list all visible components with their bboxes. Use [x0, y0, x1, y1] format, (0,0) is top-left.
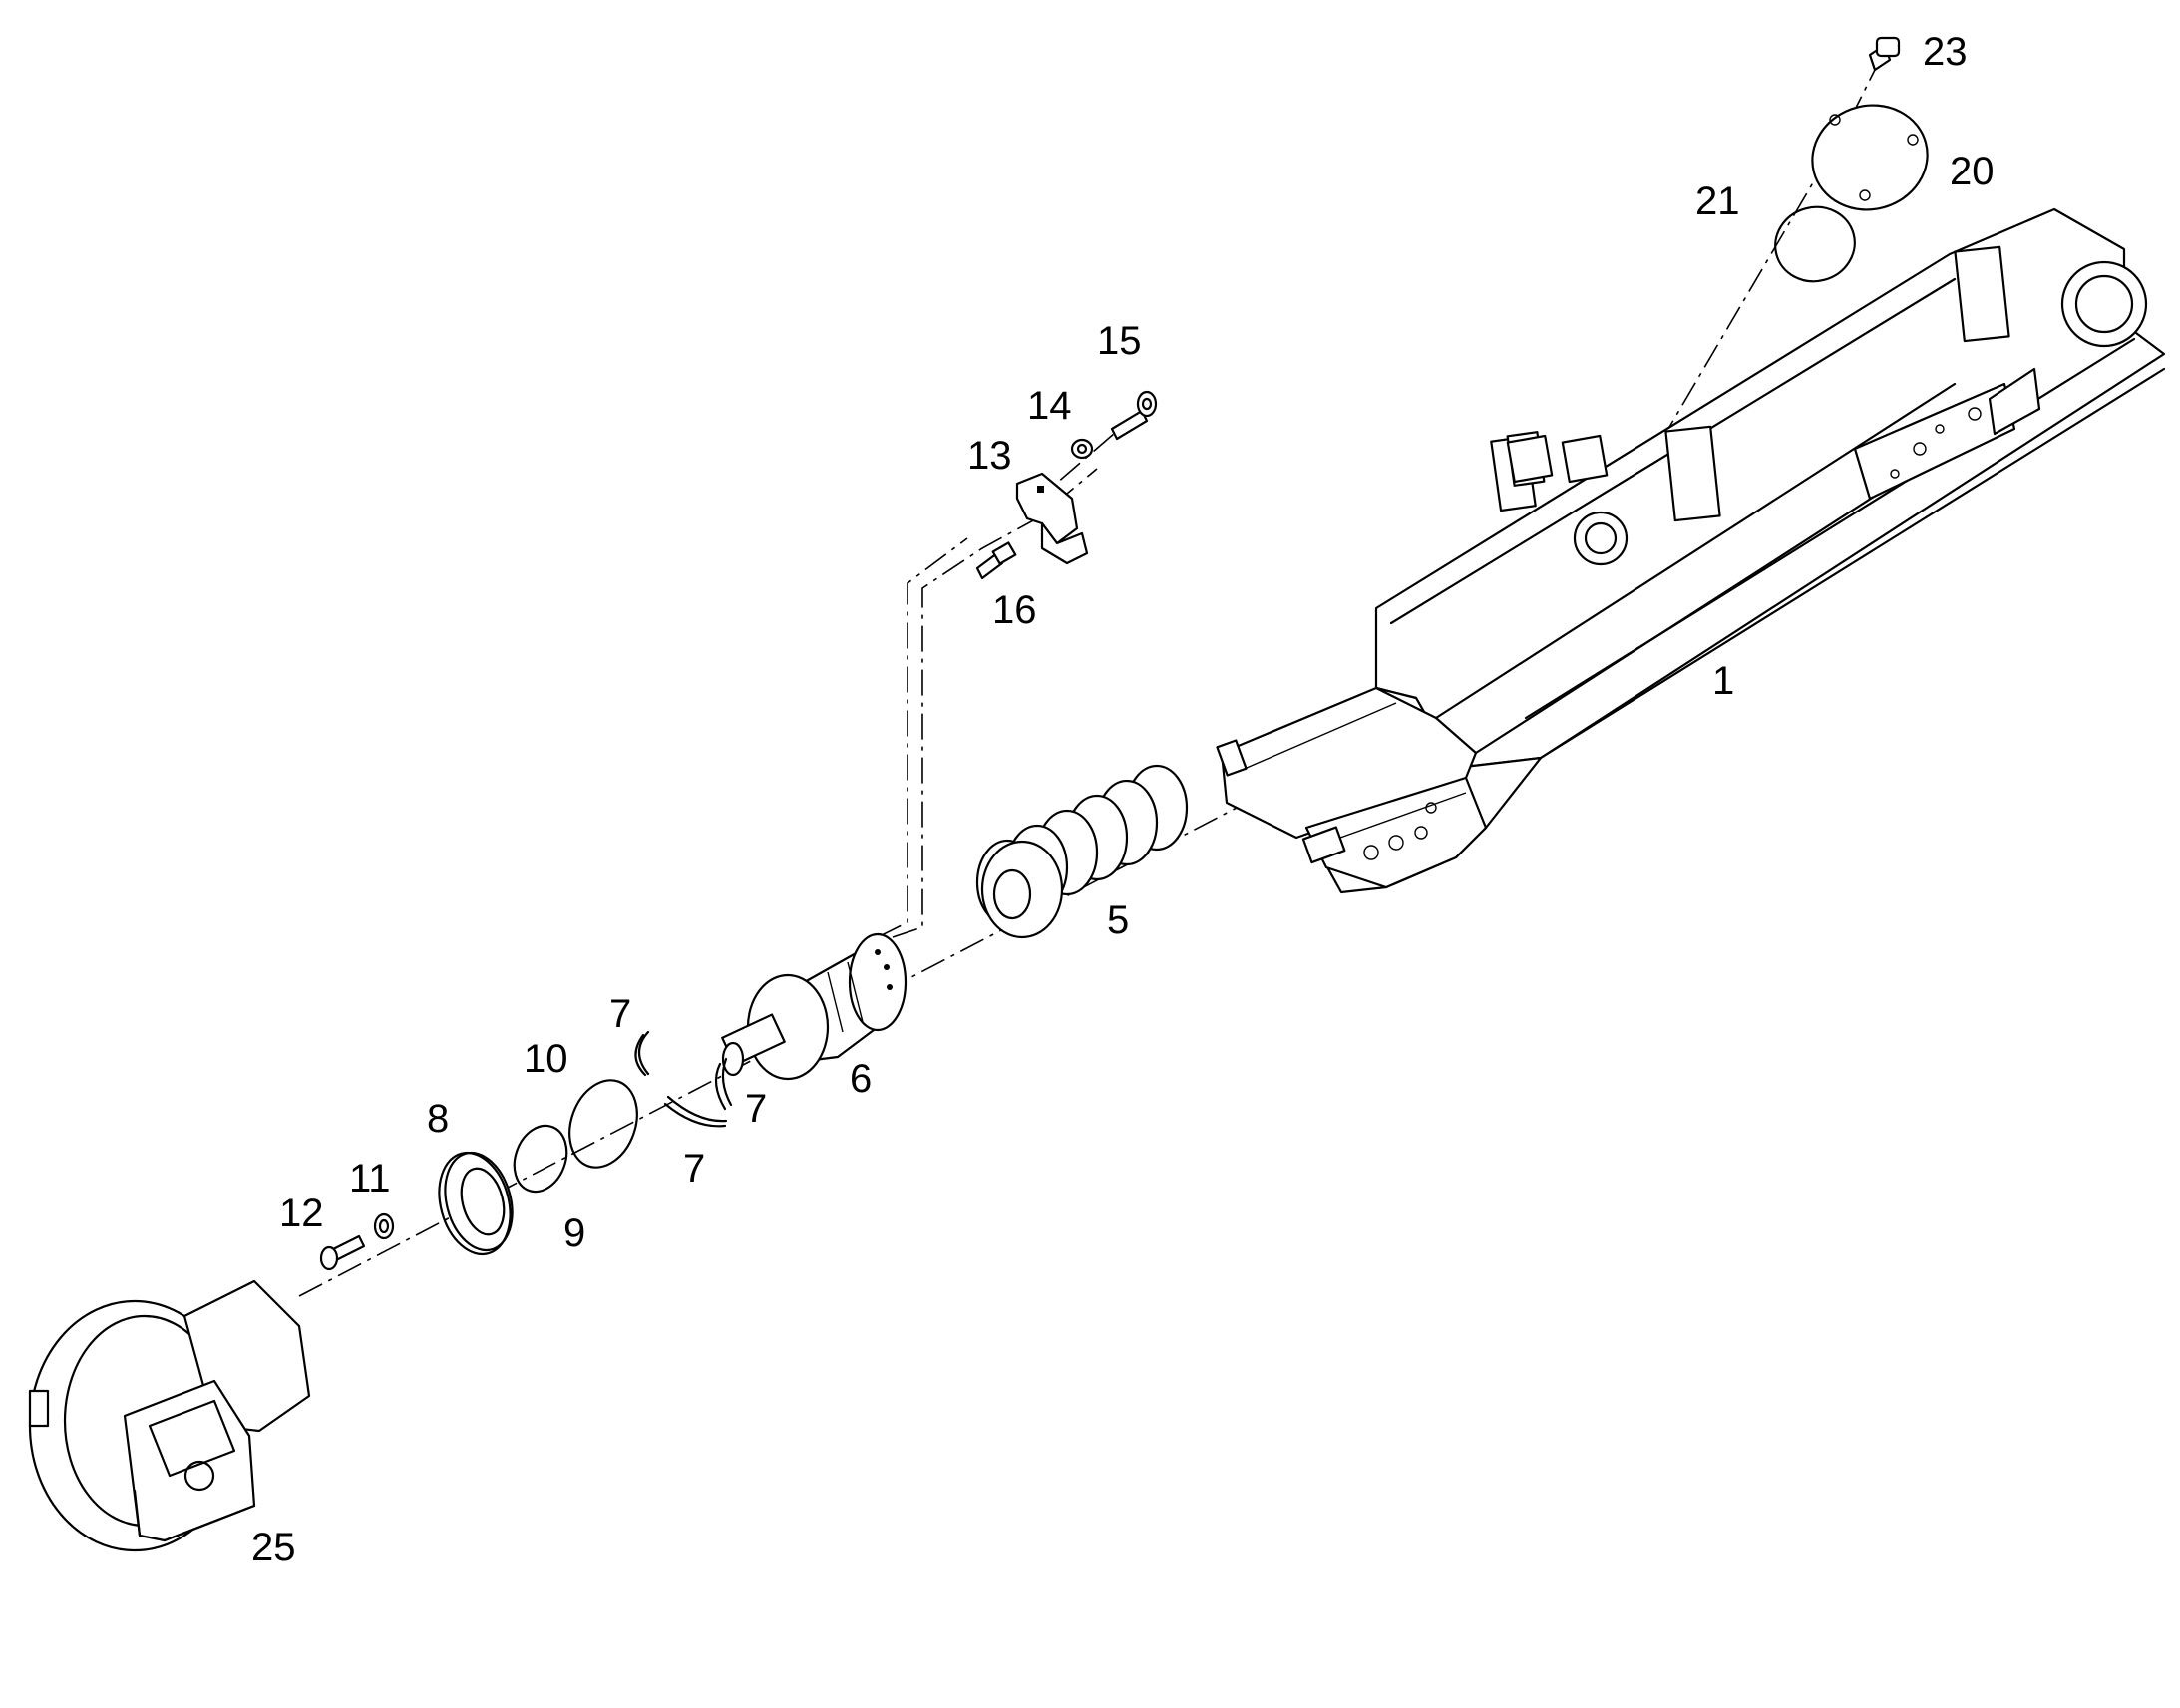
callout-part-16: 16: [992, 588, 1037, 632]
callout-part-9: 9: [563, 1211, 585, 1255]
callout-part-15: 15: [1097, 319, 1142, 363]
recoil-cylinder-part-6: [721, 932, 908, 1081]
callout-part-8: 8: [427, 1097, 449, 1141]
clamp-block-part-13: [1015, 472, 1089, 565]
callout-part-7c: 7: [683, 1147, 705, 1191]
callout-part-20: 20: [1950, 150, 1995, 193]
callout-part-13: 13: [967, 434, 1012, 478]
callout-part-6: 6: [850, 1057, 872, 1101]
callout-part-7a: 7: [609, 992, 631, 1036]
callout-part-5: 5: [1107, 898, 1129, 942]
callout-part-10: 10: [524, 1037, 568, 1081]
o-ring-part-10: [568, 1079, 638, 1169]
washer-part-14: [1070, 438, 1094, 460]
callout-part-7b: 7: [745, 1087, 767, 1131]
o-ring-part-9: [513, 1124, 568, 1194]
idler-assembly-part-25: [28, 1279, 311, 1552]
callout-part-14: 14: [1027, 384, 1072, 428]
callout-part-11: 11: [349, 1157, 391, 1200]
gasket-part-21: [1774, 205, 1856, 283]
cover-plate-part-20: [1811, 104, 1929, 211]
bolt-part-15: [1110, 390, 1158, 441]
callout-part-12: 12: [279, 1192, 324, 1235]
callout-part-23: 23: [1923, 30, 1968, 74]
bearing-part-8: [438, 1151, 514, 1256]
track-frame-part-1: [1216, 207, 2166, 894]
bolt-part-12: [319, 1234, 366, 1271]
callout-part-21: 21: [1695, 179, 1740, 223]
bolt-part-23: [1868, 36, 1901, 72]
recoil-spring-part-5: [975, 764, 1189, 939]
callout-labels: 1 5 6 7 7 7 8 9 10 11 12 13 14 15 16 20 …: [251, 30, 1995, 1569]
callout-part-1: 1: [1712, 659, 1734, 703]
grease-fitting-part-16: [975, 541, 1017, 580]
split-ring-part-7: [634, 1030, 733, 1128]
washer-part-11: [373, 1212, 395, 1240]
callout-part-25: 25: [251, 1526, 296, 1569]
